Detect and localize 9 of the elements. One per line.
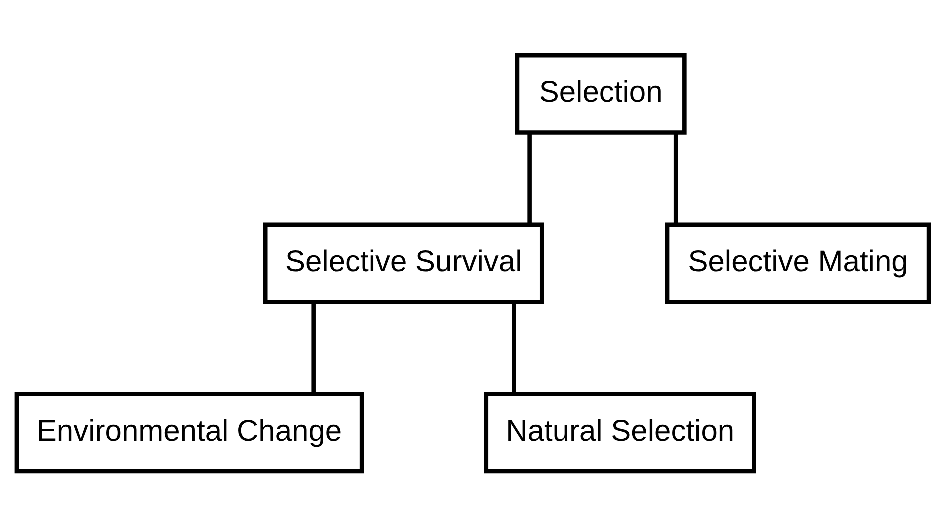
node-box: Selective Mating [665,222,932,304]
node-box: Natural Selection [484,392,756,474]
connector [512,302,516,394]
connector [674,133,678,224]
node-box: Selection [515,53,687,135]
node-box: Selective Survival [263,222,544,304]
node-box: Environmental Change [14,392,364,474]
connector [528,133,532,224]
connector [312,302,316,394]
